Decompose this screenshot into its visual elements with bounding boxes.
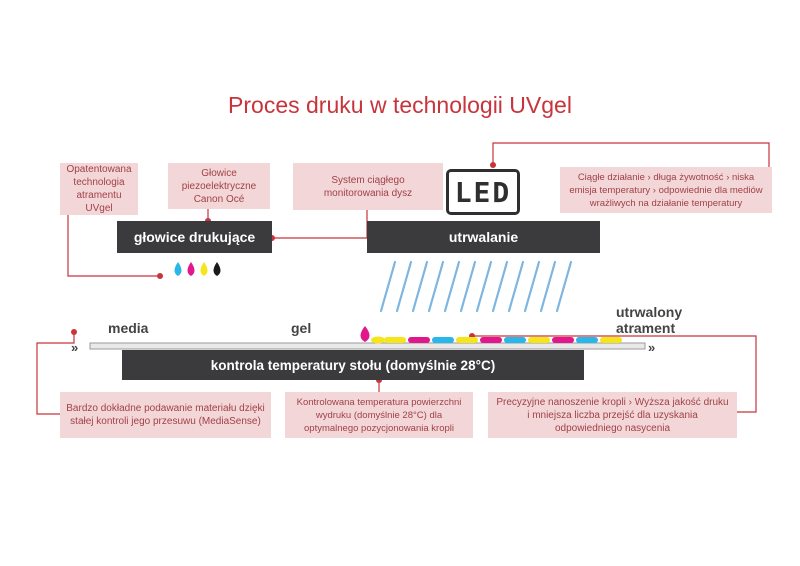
- connector-media: [36, 332, 75, 415]
- ink-drops-icon: [174, 262, 221, 276]
- label-media: media: [108, 320, 149, 336]
- connector-droplets: [472, 335, 757, 413]
- uv-rays: [379, 260, 573, 313]
- led-icon: LED: [446, 169, 520, 215]
- bar-print-heads: głowice drukujące: [117, 221, 272, 253]
- note-droplet-precision: Precyzyjne nanoszenie kropli › Wyższa ja…: [488, 392, 737, 438]
- note-nozzle-monitoring: System ciągłego monitorowania dysz: [293, 163, 443, 210]
- note-print-heads: Głowice piezoelektryczne Canon Océ: [168, 163, 270, 209]
- connector-ink: [67, 214, 160, 277]
- note-led-benefits: Ciągłe działanie › długa żywotność › nis…: [560, 167, 772, 213]
- label-cured-ink: utrwalony atrament: [616, 304, 683, 336]
- svg-text:»: »: [71, 340, 78, 355]
- note-patented-ink: Opatentowana technologia atramentu UVgel: [60, 163, 138, 215]
- diagram-title: Proces druku w technologii UVgel: [228, 92, 572, 118]
- cured-ink-layer: [371, 336, 622, 344]
- bar-table-temperature: kontrola temperatury stołu (domyślnie 28…: [122, 350, 584, 380]
- gel-droplet: [360, 326, 370, 342]
- bar-curing: utrwalanie: [367, 221, 600, 253]
- connector-monitoring: [272, 210, 368, 239]
- svg-text:»: »: [648, 340, 655, 355]
- note-temperature-control: Kontrolowana temperatura powierzchni wyd…: [285, 392, 473, 438]
- media-sheet: [89, 342, 646, 350]
- connector-led: [492, 142, 770, 167]
- label-gel: gel: [291, 320, 312, 336]
- note-media-feed: Bardzo dokładne podawanie materiału dzię…: [60, 392, 271, 438]
